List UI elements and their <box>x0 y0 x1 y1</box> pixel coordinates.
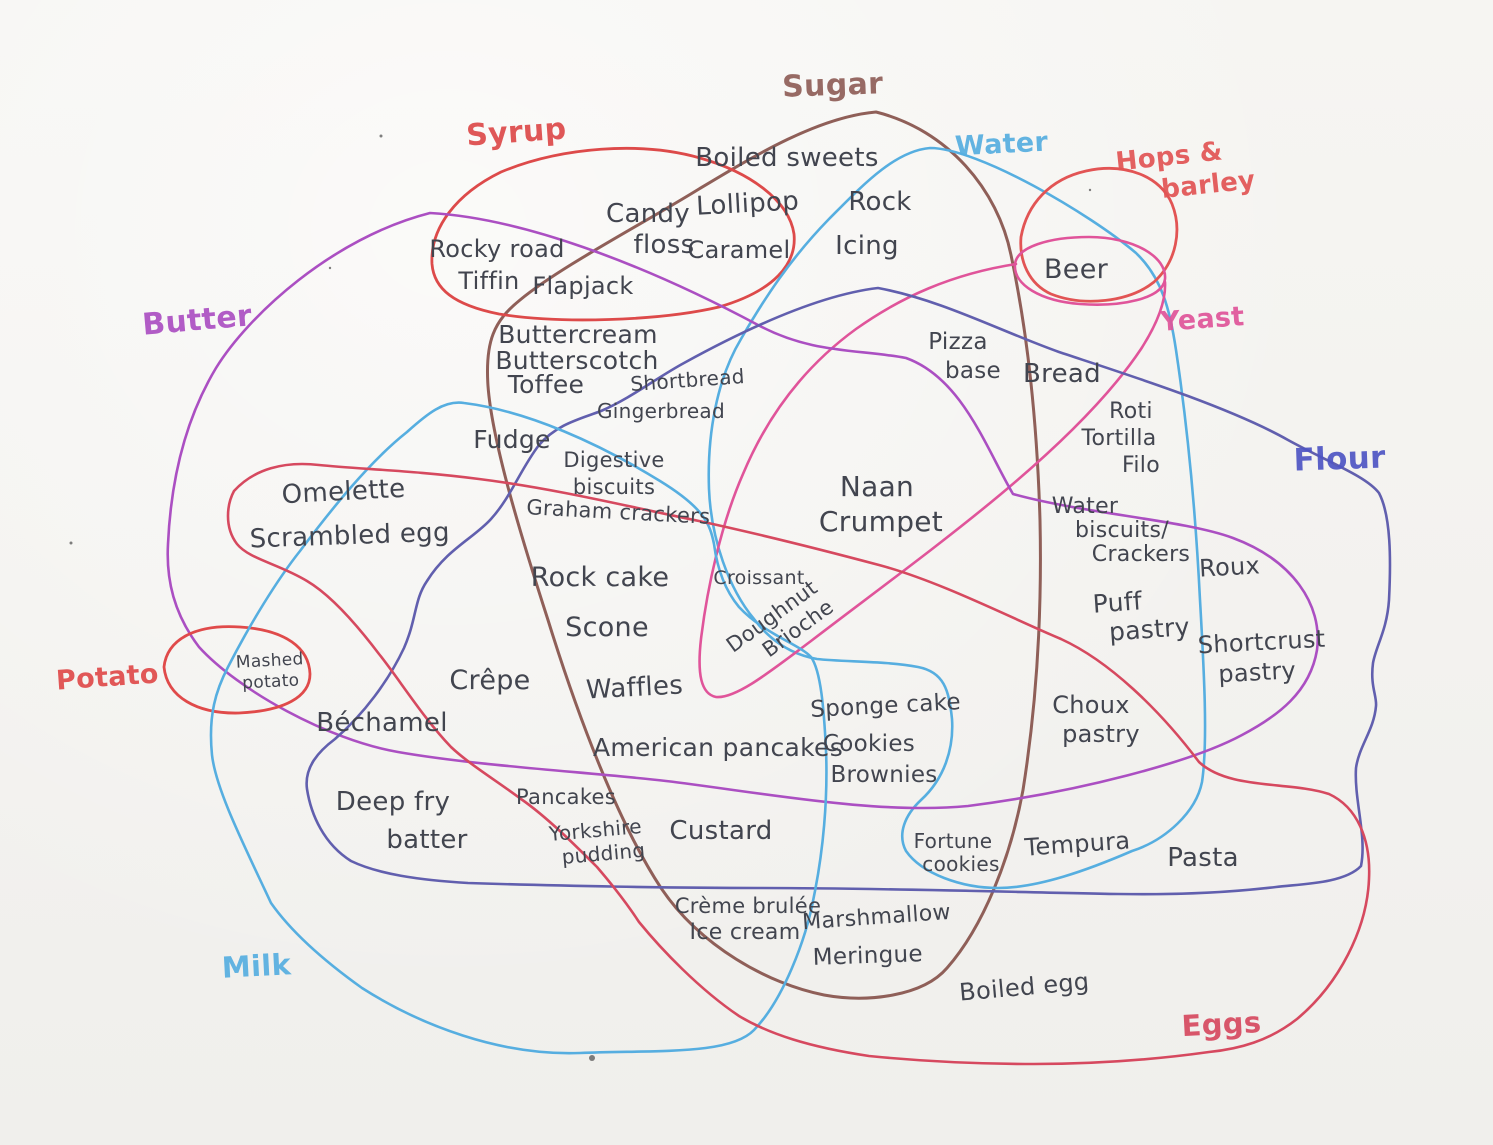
paper-specks <box>69 134 1092 1061</box>
set-label-milk: Milk <box>221 947 292 985</box>
item-american-pancakes: American pancakes <box>593 733 843 762</box>
set-label-syrup: Syrup <box>465 112 567 154</box>
item-doughnut-brioche: DoughnutBrioche <box>722 574 838 677</box>
item-boiled-egg: Boiled egg <box>958 967 1090 1006</box>
region-outline-sugar <box>485 110 1042 1000</box>
item-tempura: Tempura <box>1023 826 1132 861</box>
item-bread: Bread <box>1023 359 1101 389</box>
region-outline-yeast <box>1013 235 1167 306</box>
item-croissant: Croissant <box>713 567 804 589</box>
item-sponge-cake: Sponge cake <box>810 689 962 723</box>
set-label-butter: Butter <box>141 298 253 342</box>
region-outline-syrup <box>430 146 796 322</box>
item-brownies: Brownies <box>830 762 937 788</box>
item-custard: Custard <box>669 816 772 846</box>
item-tortilla: Tortilla <box>1080 426 1156 451</box>
item-flapjack: Flapjack <box>532 272 633 300</box>
item-pasta: Pasta <box>1167 843 1239 873</box>
item-bechamel: Béchamel <box>316 708 448 738</box>
region-outline-water <box>707 146 1207 890</box>
regions-layer <box>162 110 1392 1066</box>
region-outline-hops-and-barley <box>1019 166 1179 303</box>
item-rock: Rock <box>848 187 911 217</box>
set-label-sugar: Sugar <box>782 66 884 105</box>
region-outline-yeast-2 <box>698 262 1167 699</box>
item-gingerbread: Gingerbread <box>597 399 725 423</box>
item-pancakes: Pancakes <box>516 785 616 809</box>
item-graham-crackers: Graham crackers <box>526 495 711 529</box>
item-crepe: Crêpe <box>449 665 530 696</box>
item-rock-cake: Rock cake <box>531 562 670 593</box>
item-filo: Filo <box>1122 453 1160 478</box>
paper-speck <box>328 266 332 270</box>
item-marshmallow: Marshmallow <box>801 900 951 935</box>
item-fudge: Fudge <box>473 425 550 454</box>
item-omelette: Omelette <box>281 474 406 510</box>
item-mashed-potato: Mashedpotato <box>235 649 305 693</box>
set-label-yeast: Yeast <box>1158 301 1245 338</box>
item-naan: Naan <box>840 470 914 503</box>
paper-speck <box>69 541 73 545</box>
set-label-water: Water <box>954 127 1049 163</box>
item-waffles: Waffles <box>585 670 684 705</box>
item-roux: Roux <box>1198 551 1260 582</box>
item-boiled-sweets: Boiled sweets <box>695 143 878 173</box>
paper-speck <box>589 1055 595 1061</box>
item-yorkshire-pudding: Yorkshirepudding <box>547 814 646 870</box>
item-buttercream: Buttercream <box>498 320 658 349</box>
item-caramel: Caramel <box>688 236 791 264</box>
item-tiffin: Tiffin <box>457 267 519 295</box>
item-icing: Icing <box>835 231 899 261</box>
item-shortcrust-pastry: Shortcrustpastry <box>1197 625 1327 690</box>
region-outline-eggs <box>226 462 1371 1066</box>
set-label-hops-and-barley: Hops &barley <box>1114 133 1256 209</box>
item-scrambled-egg: Scrambled egg <box>249 518 450 555</box>
item-ice-cream: Ice cream <box>690 920 801 945</box>
set-label-eggs: Eggs <box>1181 1005 1262 1043</box>
item-meringue: Meringue <box>812 941 923 971</box>
item-toffee: Toffee <box>507 370 584 399</box>
item-creme-brulee: Crème brulée <box>675 894 821 918</box>
paper-speck <box>379 134 383 138</box>
region-outline-milk <box>209 401 828 1055</box>
region-outline-flour <box>305 286 1392 896</box>
item-butterscotch: Butterscotch <box>495 346 658 375</box>
item-crumpet: Crumpet <box>819 505 943 538</box>
region-outline-butter <box>166 211 1320 810</box>
set-label-flour: Flour <box>1293 439 1387 478</box>
item-puff-pastry: Puffpastry <box>1092 583 1191 647</box>
item-roti: Roti <box>1109 399 1153 424</box>
item-rocky-road: Rocky road <box>429 235 564 263</box>
item-beer: Beer <box>1044 254 1109 285</box>
item-lollipop: Lollipop <box>695 186 799 221</box>
paper-speck <box>1088 188 1092 192</box>
item-cookies: Cookies <box>823 731 915 757</box>
set-label-potato: Potato <box>55 658 160 696</box>
item-scone: Scone <box>565 612 649 643</box>
region-outline-potato <box>162 625 312 715</box>
